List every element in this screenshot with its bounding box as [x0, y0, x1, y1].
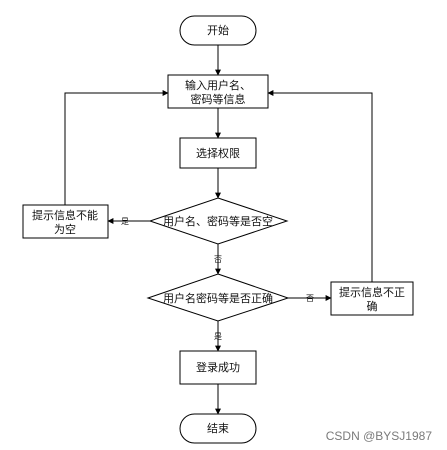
label-end: 结束	[207, 422, 229, 435]
edge-msg-wrong-to-input	[267, 90, 373, 282]
label-msg-empty-line1: 提示信息不能	[32, 208, 98, 222]
edge-label-empty-yes: 是	[121, 217, 129, 226]
label-start: 开始	[207, 23, 229, 37]
label-login-success: 登录成功	[196, 360, 240, 374]
label-msg-wrong-line2: 确	[367, 300, 378, 313]
node-decision-correct	[146, 273, 290, 322]
node-decision-empty	[148, 197, 289, 245]
label-decision-correct: 用户名密码等是否正确	[163, 291, 273, 305]
node-msg-empty	[22, 204, 109, 239]
label-input-line1: 输入用户名、	[185, 78, 251, 92]
label-select-permission: 选择权限	[196, 146, 240, 160]
node-msg-wrong	[330, 281, 414, 316]
node-input	[167, 74, 269, 109]
node-start	[179, 15, 257, 46]
node-end	[179, 413, 257, 444]
label-msg-wrong-line1: 提示信息不正	[339, 285, 405, 299]
edge-msg-empty-to-input	[64, 90, 169, 205]
watermark: CSDN @BYSJ1987	[326, 429, 433, 443]
label-decision-empty: 用户名、密码等是否空	[163, 214, 273, 228]
label-input-line2: 密码等信息	[191, 92, 246, 106]
edge-label-correct-no: 否	[306, 294, 314, 303]
edge-label-empty-no: 否	[214, 255, 222, 264]
label-msg-empty-line2: 为空	[54, 222, 76, 236]
node-login-success	[179, 350, 257, 385]
node-select-permission	[179, 137, 257, 169]
edge-label-correct-yes: 是	[214, 332, 222, 341]
